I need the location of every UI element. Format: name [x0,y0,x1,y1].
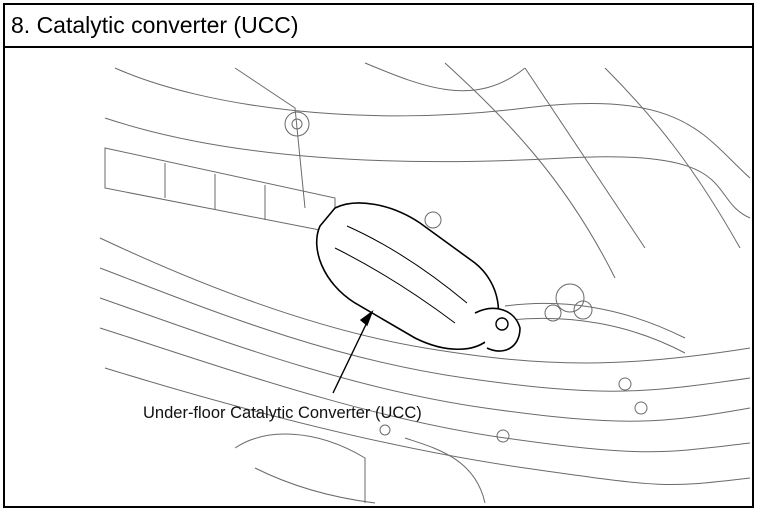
callout-leader [332,310,374,394]
underbody-drawing: Under-floor Catalytic Converter (UCC) [99,62,751,504]
section-title: 8. Catalytic converter (UCC) [5,5,752,48]
catalytic-converter-shape [315,202,521,352]
ucc-callout-label: Under-floor Catalytic Converter (UCC) [143,404,422,422]
ucc-illustration: Under-floor Catalytic Converter (UCC) [5,48,752,506]
section-frame: 8. Catalytic converter (UCC) [3,3,754,508]
